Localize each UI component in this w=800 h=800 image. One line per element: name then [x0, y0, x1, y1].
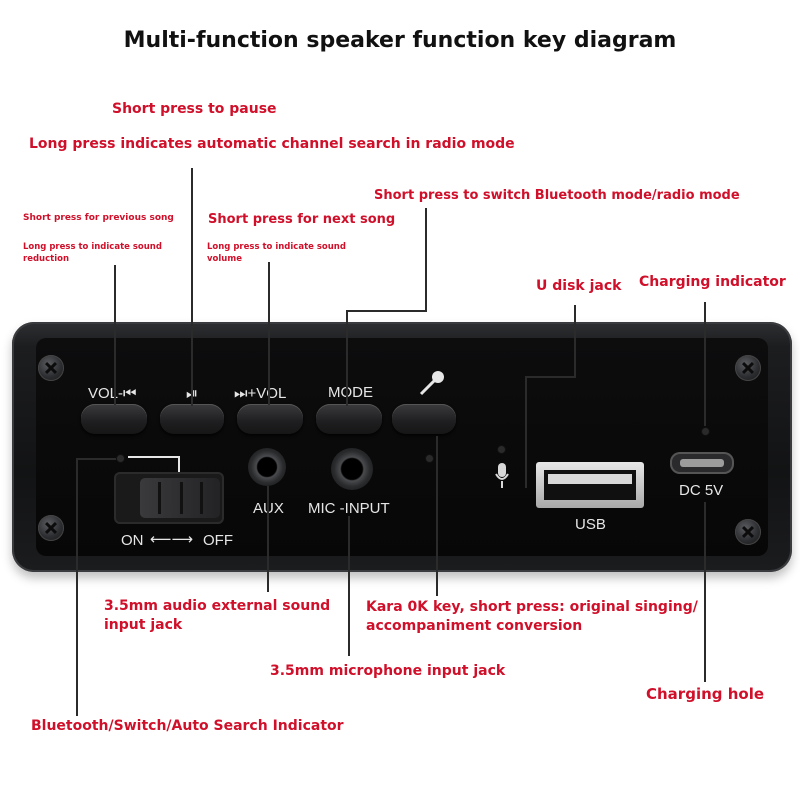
label-karaoke-key: Kara 0K key, short press: original singi… [366, 599, 698, 634]
label-bt-indicator: Bluetooth/Switch/Auto Search Indicator [31, 718, 344, 734]
leader-line [525, 376, 527, 488]
screw-icon [735, 519, 761, 545]
leader-line [76, 458, 78, 716]
karaoke-button[interactable] [392, 404, 456, 434]
leader-line [268, 262, 270, 405]
leader-line [114, 265, 116, 405]
vol-plus-label: ⏭+VOL [234, 384, 287, 402]
microphone-icon [419, 371, 444, 396]
leader-line [436, 436, 438, 596]
microphone-icon [495, 463, 509, 488]
aux-jack[interactable] [248, 448, 286, 486]
leader-line [425, 208, 427, 312]
label-pause: Short press to pause [112, 101, 277, 117]
usb-label: USB [575, 516, 606, 533]
screw-icon [38, 355, 64, 381]
label-mic-jack: 3.5mm microphone input jack [270, 663, 506, 679]
charging-indicator-led [702, 428, 709, 435]
mode-button[interactable] [316, 404, 382, 434]
play-pause-button[interactable] [160, 404, 224, 434]
label-next-long: Long press to indicate sound volume [207, 242, 346, 264]
karaoke-indicator-led [426, 455, 433, 462]
charging-port[interactable] [670, 452, 734, 474]
leader-line [267, 486, 269, 592]
bluetooth-indicator-led [117, 455, 124, 462]
label-charging-hole: Charging hole [646, 685, 765, 703]
leader-line [348, 516, 350, 656]
leader-line [525, 376, 576, 378]
label-previous-short: Short press for previous song [23, 213, 174, 223]
label-aux-jack: 3.5mm audio external sound input jack [104, 598, 331, 633]
vol-minus-button[interactable] [81, 404, 147, 434]
mic-input-label: MIC -INPUT [308, 500, 390, 517]
screw-icon [735, 355, 761, 381]
dc-label: DC 5V [679, 482, 724, 499]
on-label: ON [121, 532, 144, 549]
leader-line [191, 168, 193, 406]
label-long-press-radio: Long press indicates automatic channel s… [29, 136, 515, 152]
switch-bracket [128, 456, 180, 472]
label-next-short: Short press for next song [208, 212, 396, 227]
leader-line [704, 502, 706, 682]
leader-line [574, 305, 576, 377]
mode-label: MODE [328, 384, 373, 401]
label-charging-indicator: Charging indicator [639, 274, 786, 290]
label-mode: Short press to switch Bluetooth mode/rad… [374, 188, 740, 203]
vol-plus-button[interactable] [237, 404, 303, 434]
mic-indicator-led [498, 446, 505, 453]
usb-port[interactable] [536, 462, 644, 508]
previous-icon: ⏮ [123, 384, 137, 402]
switch-arrow-icon: ⟵⟶ [150, 530, 194, 548]
leader-line [346, 310, 427, 312]
next-icon: ⏭ [234, 384, 248, 402]
leader-line [76, 458, 116, 460]
off-label: OFF [203, 532, 233, 549]
power-switch[interactable] [114, 472, 224, 524]
label-previous-long: Long press to indicate sound reduction [23, 242, 162, 264]
screw-icon [38, 515, 64, 541]
leader-line [346, 310, 348, 406]
label-u-disk: U disk jack [536, 278, 622, 294]
mic-input-jack[interactable] [331, 448, 373, 490]
leader-line [704, 302, 706, 426]
vol-minus-label: VOL-⏮ [88, 384, 137, 402]
diagram-title: Multi-function speaker function key diag… [123, 28, 677, 53]
